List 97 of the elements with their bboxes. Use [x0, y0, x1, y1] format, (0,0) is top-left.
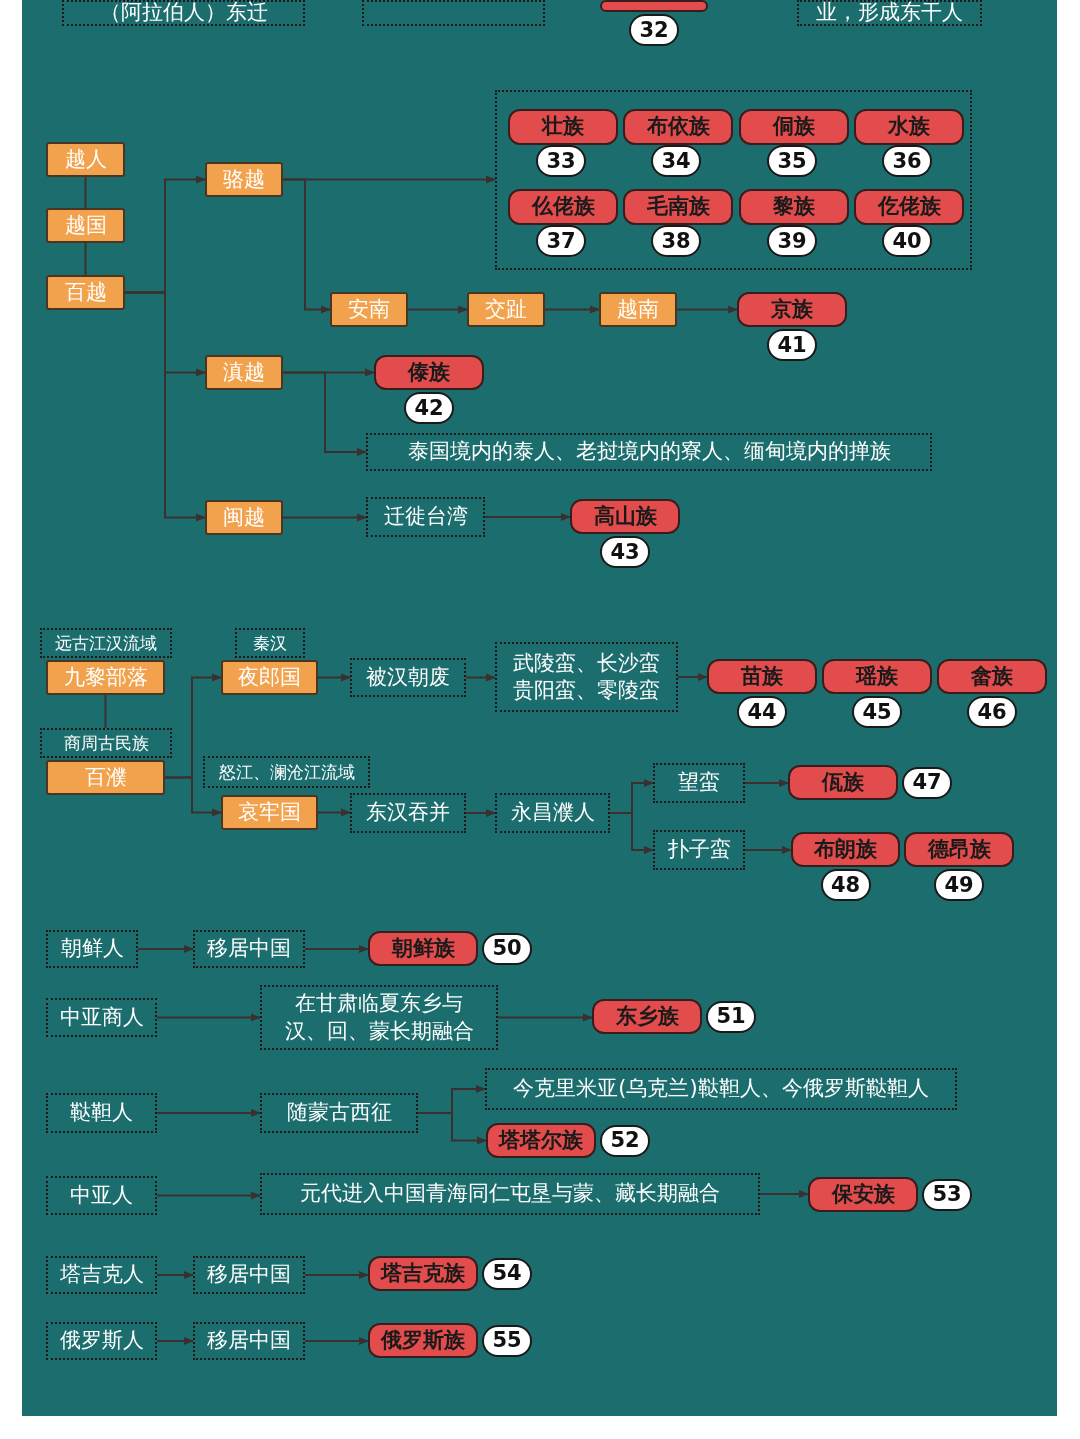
ethnic-group-pill: 京族: [737, 292, 847, 327]
arrow: [407, 305, 468, 314]
arrow: [156, 1337, 194, 1345]
note-box: （阿拉伯人）东迁: [62, 0, 305, 26]
note-box: 塔吉克人: [46, 1256, 157, 1294]
ethnic-group-pill: 傣族: [374, 355, 484, 390]
arrow: [282, 513, 367, 522]
note-box: 随蒙古西征: [260, 1093, 418, 1133]
ethnic-group-pill: 黎族: [739, 189, 849, 225]
ancestor-box: 安南: [330, 292, 408, 327]
ethnic-group-pill: 瑶族: [822, 659, 932, 694]
note-box: 被汉朝废: [350, 658, 466, 697]
ancestor-box: 骆越: [205, 162, 283, 197]
arrow: [304, 945, 369, 953]
ethnic-group-pill: 畲族: [937, 659, 1047, 694]
ethnic-group-pill: 保安族: [808, 1177, 918, 1212]
note-box: 中亚人: [46, 1176, 157, 1215]
note-box: 移居中国: [193, 1322, 305, 1360]
ethnic-group-pill: 苗族: [707, 659, 817, 694]
ancestor-box: 滇越: [205, 355, 283, 390]
arrow: [124, 291, 206, 522]
ethnic-group-pill: 高山族: [570, 499, 680, 534]
note-box: 鞑靼人: [46, 1093, 157, 1133]
connector-line: [84, 176, 87, 209]
arrow: [164, 776, 222, 817]
ancestor-box: 九黎部落: [46, 660, 165, 695]
note-box: 移居中国: [193, 930, 305, 968]
arrow: [744, 779, 789, 787]
arrow: [137, 945, 194, 953]
region-tag: 远古江汉流域: [40, 628, 172, 658]
region-tag: 商周古民族: [40, 728, 172, 758]
arrow: [759, 1190, 809, 1198]
arrow: [282, 371, 367, 456]
ethnic-group-pill: 布朗族: [791, 832, 900, 867]
ethnic-group-pill: 仫佬族: [508, 189, 618, 225]
note-box: 朝鲜人: [46, 930, 138, 968]
arrow: [317, 808, 351, 817]
ethnic-group-pill: 布依族: [623, 109, 733, 145]
note-box: 今克里米亚(乌克兰)鞑靼人、今俄罗斯鞑靼人: [485, 1068, 957, 1110]
arrow: [497, 1013, 593, 1022]
ethnic-group-pill: 佤族: [788, 765, 898, 800]
note-box: 武陵蛮、长沙蛮贵阳蛮、零陵蛮: [495, 642, 678, 712]
note-box: 业，形成东干人: [797, 0, 982, 26]
group-box: [362, 0, 545, 26]
ethnic-group-pill: 俄罗斯族: [368, 1323, 478, 1358]
arrow: [609, 812, 654, 854]
note-box: 望蛮: [653, 763, 745, 803]
note-box: 迁徙台湾: [366, 497, 485, 537]
arrow: [677, 673, 708, 681]
ancestor-box: 越南: [599, 292, 677, 327]
note-box: 永昌濮人: [495, 793, 610, 833]
ethnic-group-pill: 朝鲜族: [368, 931, 478, 966]
connector-line: [84, 242, 87, 276]
arrow: [744, 846, 792, 854]
arrow: [484, 513, 571, 521]
note-box: 扑子蛮: [653, 830, 745, 870]
note-box: 东汉吞并: [350, 793, 466, 833]
ethnic-group-pill: 毛南族: [623, 189, 733, 225]
ancestor-box: 哀牢国: [221, 795, 318, 830]
region-tag: 怒江、澜沧江流域: [203, 756, 370, 788]
ancestor-box: 越国: [46, 208, 125, 243]
arrow: [156, 1191, 261, 1200]
arrow: [676, 305, 738, 314]
name-pill: [600, 0, 708, 12]
ethnic-group-pill: 壮族: [508, 109, 618, 145]
ethnic-group-pill: 东乡族: [592, 999, 702, 1034]
note-box: 俄罗斯人: [46, 1322, 157, 1360]
note-box: 元代进入中国青海同仁屯垦与蒙、藏长期融合: [260, 1173, 760, 1215]
connector-line: [104, 694, 107, 729]
ethnic-group-pill: 德昂族: [904, 832, 1014, 867]
ancestor-box: 交趾: [467, 292, 545, 327]
ancestor-box: 越人: [46, 142, 125, 177]
ancestor-box: 闽越: [205, 500, 283, 535]
arrow: [304, 1337, 369, 1345]
ethnic-group-pill: 侗族: [739, 109, 849, 145]
note-box: 在甘肃临夏东乡与汉、回、蒙长期融合: [260, 985, 498, 1050]
region-tag: 秦汉: [235, 628, 305, 658]
ancestor-box: 百濮: [46, 760, 165, 795]
arrow: [417, 1112, 487, 1145]
note-box: 移居中国: [193, 1256, 305, 1294]
ethnic-group-pill: 塔吉克族: [368, 1256, 478, 1291]
note-box: 泰国境内的泰人、老挝境内的寮人、缅甸境内的掸族: [366, 433, 932, 471]
arrow: [544, 305, 600, 314]
ethnic-group-pill: 塔塔尔族: [486, 1123, 596, 1158]
note-box: 中亚商人: [46, 998, 157, 1037]
arrow: [282, 178, 331, 314]
arrow: [465, 673, 496, 682]
ancestor-box: 夜郎国: [221, 660, 318, 695]
arrow: [317, 673, 351, 682]
ethnic-group-pill: 水族: [854, 109, 964, 145]
ethnic-group-pill: 仡佬族: [854, 189, 964, 225]
arrow: [156, 1271, 194, 1279]
arrow: [156, 1109, 261, 1117]
arrow: [156, 1013, 261, 1022]
ancestor-box: 百越: [46, 275, 125, 310]
arrow: [465, 809, 496, 817]
arrow: [304, 1271, 369, 1279]
